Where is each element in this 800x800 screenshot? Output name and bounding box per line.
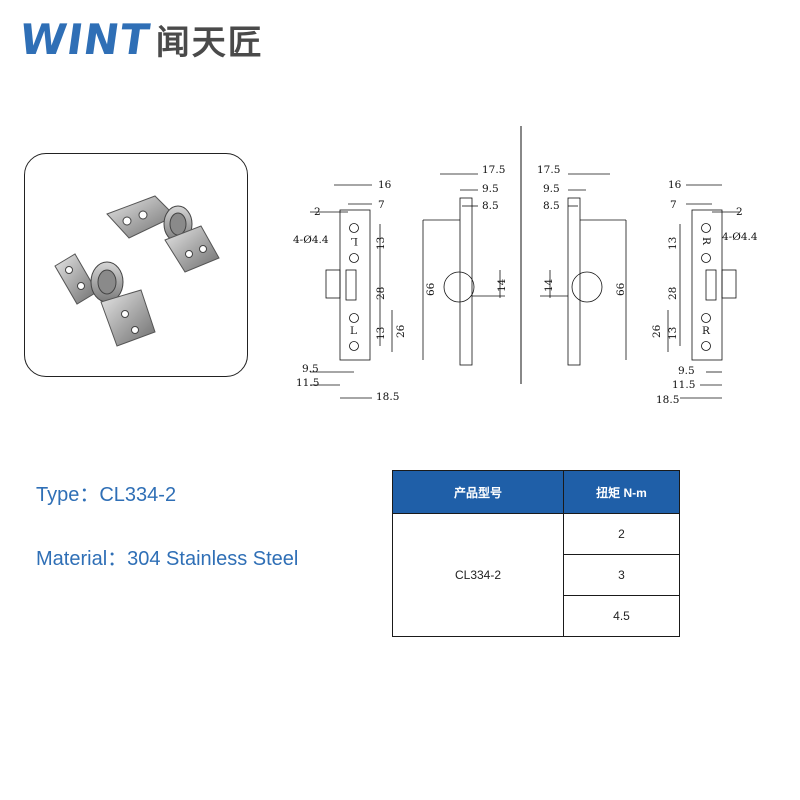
type-label: Type：CL334-2 <box>36 484 177 506</box>
side-mark: R <box>702 325 711 337</box>
side-mark: R <box>700 237 712 246</box>
dim-label: 14 <box>496 278 508 292</box>
brand-latin: WINT <box>16 14 154 64</box>
side-mark: L <box>351 235 358 247</box>
dim-label: 66 <box>615 282 627 296</box>
dim-label: 26 <box>395 324 407 338</box>
technical-drawing: 16 2 7 4-Ø4.4 13 28 26 13 9.5 11.5 18.5 … <box>293 126 758 406</box>
mid-right-view <box>540 173 627 366</box>
dim-label: 9.5 <box>302 363 319 375</box>
left-view <box>310 184 393 399</box>
dim-label: 17.5 <box>537 164 560 176</box>
dim-label: 13 <box>667 237 679 250</box>
dim-label: 7 <box>670 199 677 211</box>
table-header-row: 产品型号 扭矩 N-m <box>392 470 680 514</box>
product-photo <box>24 153 248 377</box>
dim-label: 4-Ø4.4 <box>722 231 758 243</box>
material-label: Material：304 Stainless Steel <box>36 548 299 570</box>
dim-label: 18.5 <box>376 391 399 403</box>
dim-label: 16 <box>378 179 392 191</box>
hinge-photo-icon <box>54 195 220 347</box>
dim-label: 9.5 <box>678 365 695 377</box>
mid-left-view <box>422 173 505 366</box>
dim-label: 28 <box>375 287 387 300</box>
dim-label: 13 <box>667 327 679 340</box>
dim-label: 8.5 <box>482 200 499 212</box>
dim-label: 11.5 <box>296 377 319 389</box>
right-view <box>667 184 740 399</box>
lower-hinge <box>54 253 156 347</box>
dim-label: 18.5 <box>656 394 679 406</box>
dim-label: 7 <box>378 199 385 211</box>
dim-label: 9.5 <box>482 183 499 195</box>
dim-label: 13 <box>375 327 387 340</box>
dim-label: 2 <box>736 206 743 218</box>
side-mark: L <box>350 325 357 337</box>
dim-label: 17.5 <box>482 164 505 176</box>
dim-label: 11.5 <box>672 379 695 391</box>
torque-table: 产品型号 扭矩 N-m CL334-2 2 3 4.5 <box>392 470 680 637</box>
model-cell: CL334-2 <box>392 513 564 637</box>
dim-label: 9.5 <box>543 183 560 195</box>
brand-logo: WINT 闻天匠 <box>16 14 264 64</box>
dim-label: 13 <box>375 237 387 250</box>
header-torque: 扭矩 N-m <box>563 470 680 514</box>
dim-label: 26 <box>651 324 663 338</box>
torque-cell: 2 <box>563 513 680 555</box>
torque-cell: 4.5 <box>563 595 680 637</box>
table-row: 4.5 <box>393 595 680 637</box>
dim-label: 2 <box>314 206 321 218</box>
upper-hinge <box>106 195 220 273</box>
dim-label: 14 <box>543 278 555 292</box>
dim-label: 28 <box>667 287 679 300</box>
dim-label: 8.5 <box>543 200 560 212</box>
torque-cell: 3 <box>563 554 680 596</box>
header-model: 产品型号 <box>392 470 564 514</box>
dim-label: 16 <box>668 179 682 191</box>
dim-label: 4-Ø4.4 <box>293 234 329 246</box>
dim-label: 66 <box>425 282 437 296</box>
table-row: CL334-2 2 <box>392 513 680 637</box>
brand-chinese: 闻天匠 <box>155 22 264 63</box>
